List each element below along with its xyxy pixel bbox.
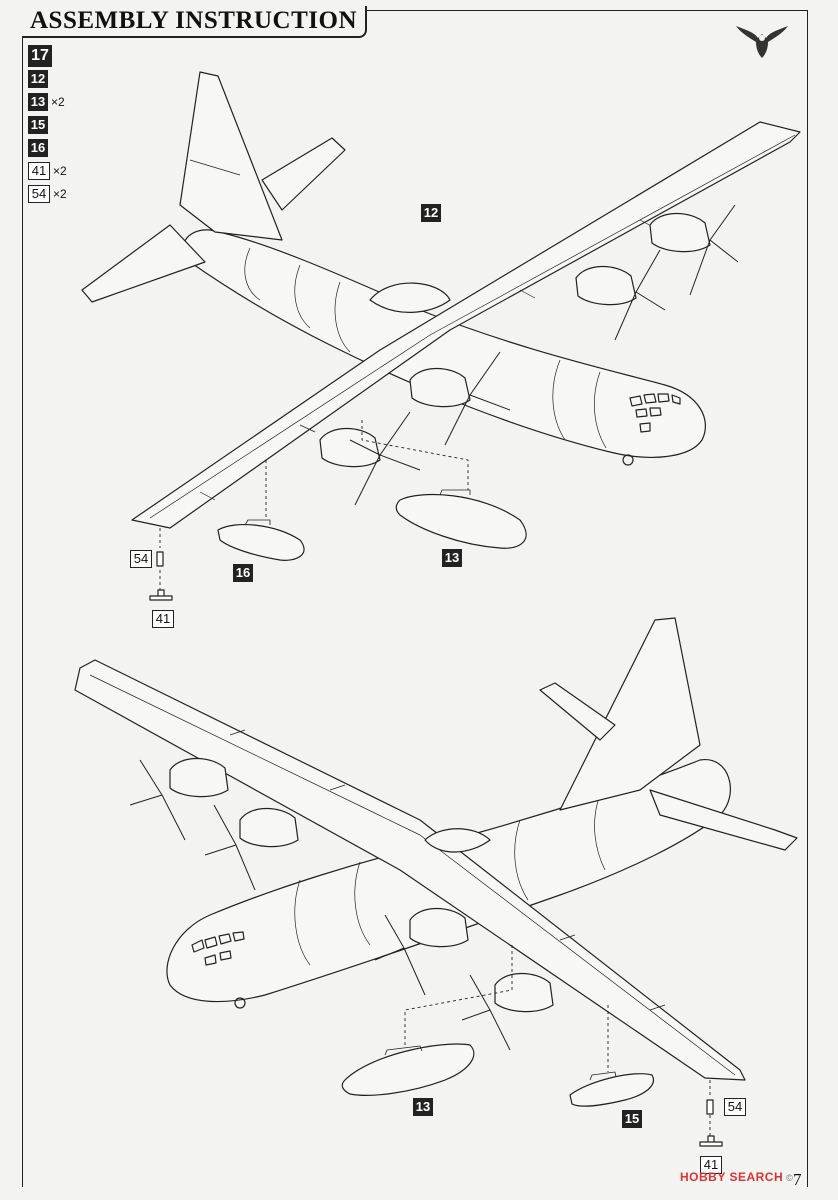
part-number-badge: 41 [28,162,50,180]
callout-part-13: 13 [413,1098,433,1116]
part-number-badge: 15 [28,116,48,134]
top-wingtip-part-54 [156,551,164,567]
bottom-guide-lines [404,945,711,1136]
part-quantity: ×2 [51,95,65,109]
top-guide-lines [159,420,469,590]
callout-part-13: 13 [442,549,462,567]
step-number-row: 17 [28,45,67,67]
bottom-wingtip-part-41 [699,1135,723,1147]
watermark-symbol: © [786,1173,794,1183]
part-number-badge: 12 [28,70,48,88]
top-wing-fairing [369,282,451,313]
watermark: HOBBY SEARCH© [680,1170,793,1184]
part-quantity: ×2 [53,164,67,178]
bottom-engine [169,757,554,1013]
bottom-wing-panel-lines [89,674,736,1076]
parts-list-item: 13 ×2 [28,92,67,112]
page-frame [22,10,808,1187]
step-number-badge: 17 [28,45,52,67]
callout-part-16: 16 [233,564,253,582]
top-pod [217,523,305,561]
parts-list-item: 15 [28,115,67,135]
parts-list-item: 16 [28,138,67,158]
callout-part-54: 54 [130,550,152,568]
parts-list-item: 54 ×2 [28,184,67,204]
callout-part-15: 15 [622,1110,642,1128]
top-wingtip-part-41 [149,589,173,601]
page-title: ASSEMBLY INSTRUCTION [22,6,367,38]
top-nose-wheel [622,454,634,466]
eagle-logo-icon [736,26,788,58]
callout-part-54: 54 [724,1098,746,1116]
parts-list: 17 12 13 ×2 15 16 41 ×2 54 ×2 [28,45,67,207]
top-vertical-tail [179,71,283,241]
callout-part-12: 12 [421,204,441,222]
top-engine [319,212,711,468]
callout-part-41: 41 [152,610,174,628]
top-cockpit-windows [629,393,681,433]
part-number-badge: 54 [28,185,50,203]
bottom-main-wing [74,659,746,1081]
part-quantity: ×2 [53,187,67,201]
bottom-wing-fairing [424,828,491,853]
bottom-drop-tank [341,1043,475,1096]
bottom-pod [569,1073,654,1107]
part-number-badge: 13 [28,93,48,111]
parts-list-item: 41 ×2 [28,161,67,181]
bottom-horizontal-tail-right [649,789,798,851]
bottom-cockpit-windows [191,931,245,966]
top-propeller [349,204,739,506]
bottom-vertical-tail [559,617,701,811]
bottom-horizontal-tail-left [539,682,616,741]
parts-list-item: 12 [28,69,67,89]
callout-part-41: 41 [700,1156,722,1174]
bottom-nose-wheel [234,997,246,1009]
top-horizontal-tail-right [261,137,346,211]
top-horizontal-tail-left [81,224,206,303]
bottom-fuselage-panel-lines [294,794,606,966]
top-fuselage-panel-lines [244,247,607,449]
top-drop-tank [395,493,527,549]
bottom-wingtip-part-54 [706,1099,714,1115]
top-wing-panel-lines [149,134,796,519]
watermark-text: HOBBY SEARCH [680,1170,784,1184]
bottom-propeller [129,759,511,1051]
page-number: 7 [793,1170,802,1189]
part-number-badge: 16 [28,139,48,157]
